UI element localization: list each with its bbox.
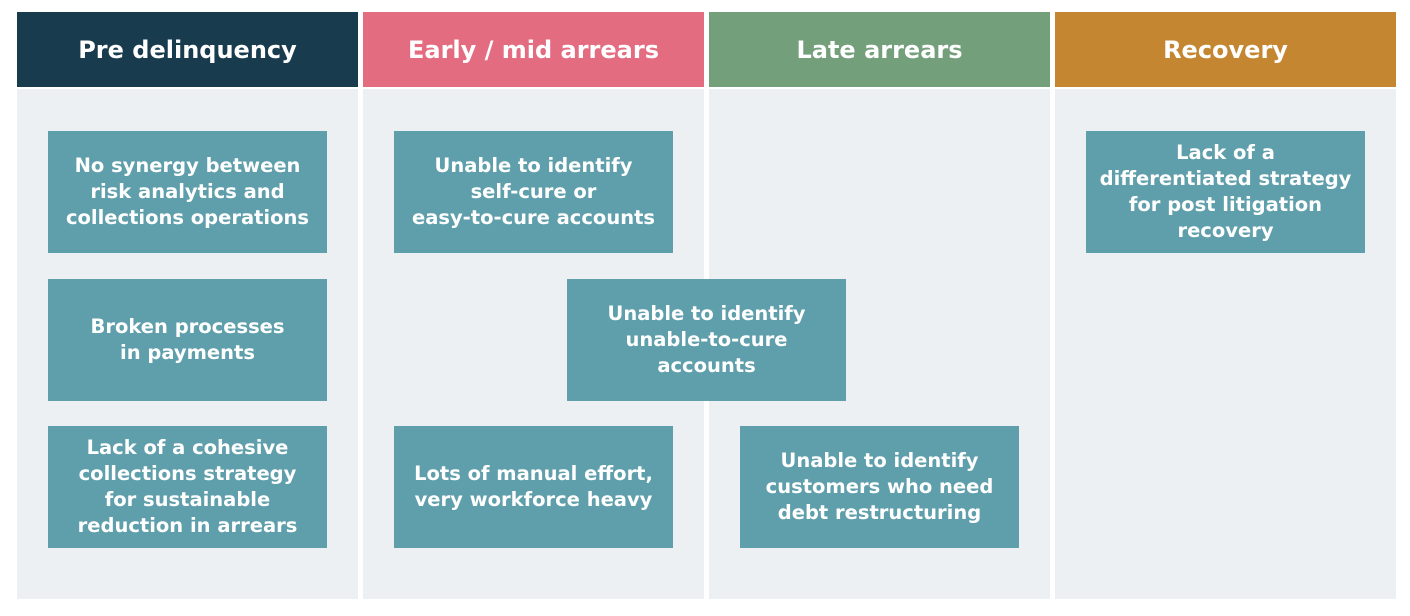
box-cohesive-strategy-text: Lack of a cohesive collections strategy … [77,436,298,537]
header-early-mid-arrears: Early / mid arrears [363,12,704,87]
header-recovery: Recovery [1055,12,1396,87]
box-unable-to-cure: Unable to identify unable-to-cure accoun… [567,279,846,401]
box-self-cure-text: Unable to identify self-cure or easy-to-… [411,154,656,229]
box-debt-restructuring: Unable to identify customers who need de… [740,426,1019,548]
box-cohesive-strategy: Lack of a cohesive collections strategy … [48,426,327,548]
box-self-cure: Unable to identify self-cure or easy-to-… [394,131,673,253]
box-post-litigation-text: Lack of a differentiated strategy for po… [1099,141,1352,242]
box-manual-effort: Lots of manual effort, very workforce he… [394,426,673,548]
box-post-litigation: Lack of a differentiated strategy for po… [1086,131,1365,253]
box-broken-processes-text: Broken processes in payments [90,315,285,364]
box-unable-to-cure-text: Unable to identify unable-to-cure accoun… [607,302,806,377]
box-broken-processes: Broken processes in payments [48,279,327,401]
box-no-synergy-text: No synergy between risk analytics and co… [65,154,310,229]
box-debt-restructuring-text: Unable to identify customers who need de… [765,449,994,524]
box-manual-effort-text: Lots of manual effort, very workforce he… [414,462,653,511]
header-pre-delinquency: Pre delinquency [17,12,358,87]
header-late-arrears: Late arrears [709,12,1050,87]
box-no-synergy: No synergy between risk analytics and co… [48,131,327,253]
